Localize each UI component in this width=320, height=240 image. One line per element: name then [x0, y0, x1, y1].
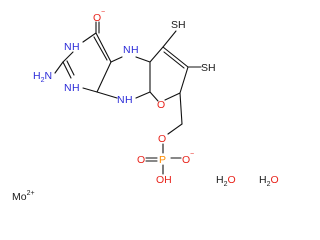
atom-o-minus: O — [182, 154, 190, 166]
bond-c10-o-ring — [164, 92, 181, 101]
water-2: H2O — [259, 174, 279, 188]
bond-c8a-n8 — [96, 91, 118, 99]
atom-o-ring: O — [157, 99, 165, 111]
atom-oh: OH — [156, 174, 172, 186]
atom-n5-h: H — [131, 44, 139, 56]
atom-sh-top: SH — [171, 19, 186, 31]
atom-nh-bot-left: N — [64, 82, 72, 94]
water-1: H2O — [216, 174, 236, 188]
atom-nh-left: N — [64, 41, 72, 53]
counter-species: Mo2+ H2O H2O — [12, 174, 279, 203]
atom-o-ester: O — [158, 133, 166, 145]
bond-n1-c8a — [82, 87, 98, 93]
atom-phosphorus: P — [159, 154, 166, 166]
atom-h2n: H2N — [33, 70, 52, 84]
bond-n5-c6 — [135, 56, 151, 63]
bond-lines — [54, 21, 202, 175]
bond-c7-c9 — [162, 46, 189, 68]
bond-c7-sh — [162, 30, 177, 48]
atom-sh-right: SH — [201, 62, 216, 74]
charge-o-top: − — [101, 9, 105, 16]
bond-c7-c9-double — [163, 51, 185, 69]
bond-c2-n1 — [62, 61, 72, 79]
atom-labels: O − N H N H SH SH H2N N H N H O O O P O … — [33, 9, 216, 186]
bond-n8-c8 — [135, 91, 151, 99]
molecule-structure-diagram: O − N H N H SH SH H2N N H N H O O O P O … — [12, 9, 279, 203]
bond-c4-n3 — [82, 32, 97, 43]
atom-n5: N — [123, 44, 131, 56]
atom-nh-bot-left-h: H — [72, 82, 80, 94]
bond-n3-c2 — [62, 51, 74, 63]
bond-ch2-o-ester — [167, 123, 183, 135]
atom-o-top: O — [93, 12, 101, 24]
bond-c9-c10 — [179, 66, 189, 94]
bond-c6-c7 — [149, 46, 164, 63]
metal-ion-mo: Mo2+ — [12, 190, 35, 203]
bond-c10-ch2 — [179, 92, 183, 125]
bond-c2-nh2 — [54, 61, 64, 74]
atom-nh-bot-right: N — [117, 94, 125, 106]
charge-o-minus: − — [190, 151, 194, 158]
bond-c2-n1-double — [66, 60, 75, 76]
bond-o-ring-c8 — [149, 91, 159, 102]
bond-c8a-c4a — [96, 61, 112, 93]
bond-c4a-c4-double — [93, 36, 108, 61]
atom-nh-bot-right-h: H — [125, 94, 133, 106]
atom-nh-left-h: H — [72, 41, 80, 53]
bond-c4a-c4 — [95, 32, 112, 63]
bond-c4a-n5 — [110, 56, 123, 63]
atom-o-double: O — [137, 154, 145, 166]
